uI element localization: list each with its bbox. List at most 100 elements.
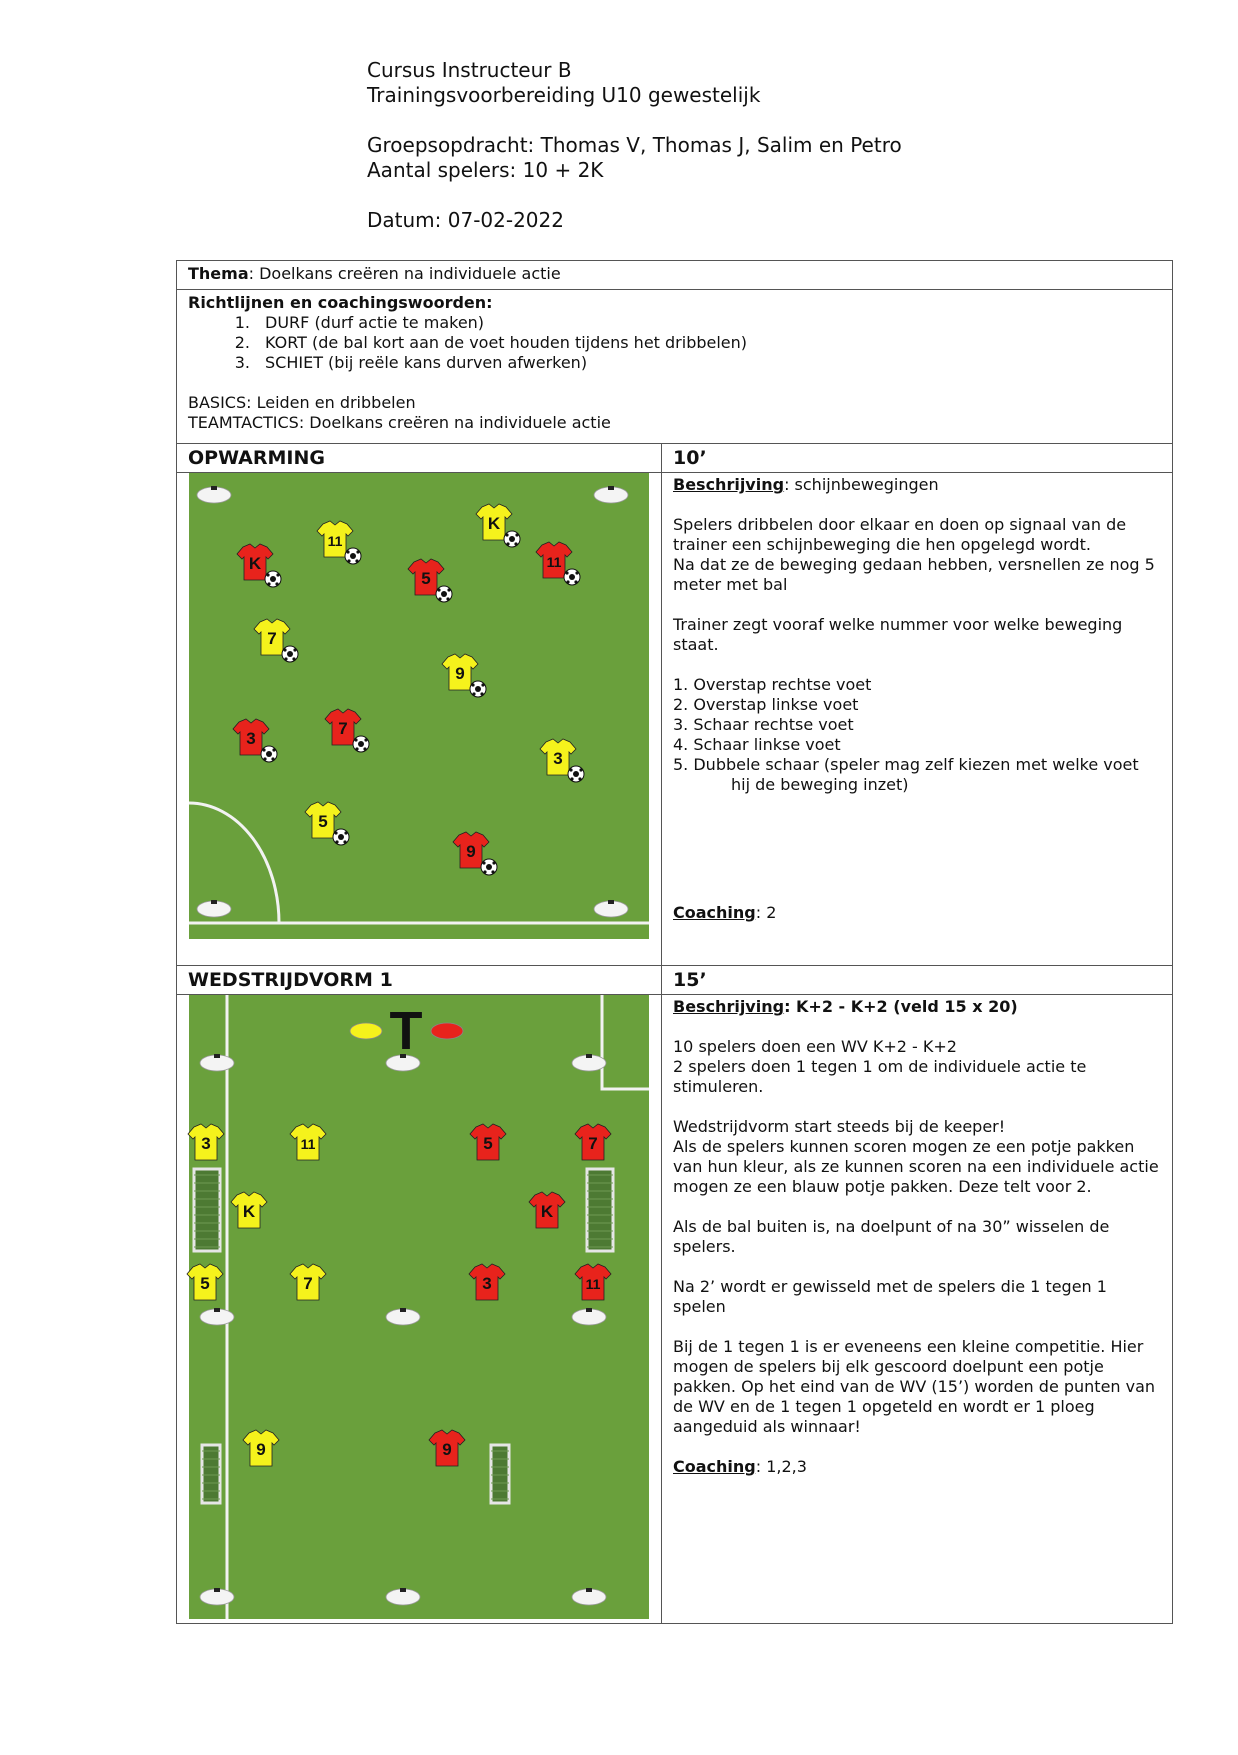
player-shirt-yellow: 9 (242, 1429, 280, 1467)
cone-marker (199, 1308, 235, 1326)
cone-marker (199, 1054, 235, 1072)
player-number: 3 (482, 1274, 491, 1293)
player-shirt-yellow: 11 (289, 1123, 327, 1161)
cone-marker (593, 900, 629, 918)
move-item: 5. Dubbele schaar (speler mag zelf kieze… (673, 755, 1139, 774)
ball-icon (352, 735, 370, 753)
player-shirt-red: 9 (452, 831, 498, 876)
move-item: 1. Overstap rechtse voet (673, 675, 872, 694)
player-number: K (488, 514, 501, 533)
warmup-description-cell: Beschrijving: schijnbewegingen Spelers d… (661, 472, 1173, 966)
player-number: 7 (303, 1274, 312, 1293)
warmup-coaching-value: : 2 (755, 903, 777, 922)
cone-marker (571, 1588, 607, 1606)
match-coaching-value: : 1,2,3 (755, 1457, 807, 1476)
players-line: Aantal spelers: 10 + 2K (367, 158, 604, 182)
match-title-cell: WEDSTRIJDVORM 1 (176, 965, 662, 995)
guidelines-row: Richtlijnen en coachingswoorden: 1.DURF … (176, 289, 1173, 444)
player-number: 11 (547, 554, 562, 570)
player-shirt-red: 7 (324, 708, 370, 753)
basics-line: BASICS: Leiden en dribbelen (188, 393, 416, 412)
warmup-duration-cell: 10’ (661, 443, 1173, 473)
move-list: 1. Overstap rechtse voet 2. Overstap lin… (673, 675, 1161, 795)
ball-icon (260, 745, 278, 763)
cone-marker (385, 1588, 421, 1606)
warmup-title-cell: OPWARMING (176, 443, 662, 473)
player-number: K (243, 1202, 256, 1221)
trainer-marker: T (390, 1001, 423, 1061)
player-number: 9 (466, 842, 475, 861)
player-shirt-yellow: 5 (304, 801, 350, 846)
guidelines-title: Richtlijnen en coachingswoorden: (188, 293, 493, 312)
match-paragraph-1b: 2 spelers doen 1 tegen 1 om de individue… (673, 1057, 1087, 1096)
goal-frame (489, 1443, 511, 1505)
ball-icon (264, 570, 282, 588)
cone-marker (385, 1308, 421, 1326)
player-shirt-yellow: 5 (186, 1263, 224, 1301)
cone-marker (196, 900, 232, 918)
guideline-item: 3.SCHIET (bij reële kans durven afwerken… (234, 353, 588, 372)
player-shirt-red: K (236, 543, 282, 588)
ball-icon (480, 858, 498, 876)
player-number: 3 (553, 749, 562, 768)
date-line: Datum: 07-02-2022 (367, 208, 564, 232)
player-shirt-yellow: 11 (316, 520, 362, 565)
ball-icon (281, 645, 299, 663)
warmup-paragraph-1b: Na dat ze de beweging gedaan hebben, ver… (673, 555, 1155, 594)
player-number: 7 (338, 719, 347, 738)
ball-icon (344, 547, 362, 565)
move-item: 4. Schaar linkse voet (673, 735, 841, 754)
match-coaching-label: Coaching (673, 1457, 756, 1476)
match-paragraph-4: Na 2’ wordt er gewisseld met de spelers … (673, 1277, 1107, 1316)
player-number: 5 (421, 569, 430, 588)
player-shirt-red: 7 (574, 1123, 612, 1161)
group-line: Groepsopdracht: Thomas V, Thomas J, Sali… (367, 133, 902, 157)
match-paragraph-2b: Als de spelers kunnen scoren mogen ze ee… (673, 1137, 1159, 1196)
cone-marker (571, 1308, 607, 1326)
player-number: 5 (200, 1274, 209, 1293)
match-title: WEDSTRIJDVORM 1 (188, 969, 393, 991)
match-paragraph-3: Als de bal buiten is, na doelpunt of na … (673, 1217, 1110, 1256)
match-desc-value: : K+2 - K+2 (veld 15 x 20) (784, 997, 1018, 1016)
ball-icon (567, 765, 585, 783)
theme-label: Thema (188, 264, 249, 283)
player-number: 7 (267, 629, 276, 648)
player-shirt-yellow: 7 (289, 1263, 327, 1301)
player-shirt-yellow: 3 (187, 1123, 225, 1161)
cone-marker (199, 1588, 235, 1606)
ball-icon (435, 585, 453, 603)
player-number: K (249, 554, 262, 573)
player-number: 11 (301, 1136, 316, 1152)
player-shirt-red: 5 (469, 1123, 507, 1161)
center-circle-arc (188, 801, 281, 924)
guideline-item: 2.KORT (de bal kort aan de voet houden t… (234, 333, 748, 352)
player-shirt-red: 3 (468, 1263, 506, 1301)
course-title: Cursus Instructeur B (367, 58, 572, 82)
cone-marker (593, 486, 629, 504)
player-shirt-red: 9 (428, 1429, 466, 1467)
red-bib-pot (430, 1022, 464, 1040)
move-item: 2. Overstap linkse voet (673, 695, 859, 714)
goal-frame (192, 1167, 222, 1253)
right-line (600, 995, 649, 1091)
player-number: 9 (442, 1440, 451, 1459)
course-subtitle: Trainingsvoorbereiding U10 gewestelijk (367, 83, 761, 107)
player-number: K (541, 1202, 554, 1221)
warmup-desc-label: Beschrijving (673, 475, 785, 494)
cone-marker (385, 1054, 421, 1072)
player-shirt-yellow: K (230, 1191, 268, 1229)
player-shirt-red: 11 (574, 1263, 612, 1301)
move-item-continued: hij de beweging inzet) (731, 775, 909, 794)
player-shirt-yellow: 7 (253, 618, 299, 663)
document-header: Cursus Instructeur B Trainingsvoorbereid… (367, 58, 902, 233)
theme-value: : Doelkans creëren na individuele actie (248, 264, 561, 283)
move-item: 3. Schaar rechtse voet (673, 715, 854, 734)
match-duration: 15’ (673, 969, 707, 991)
goal-frame (200, 1443, 222, 1505)
theme-row: Thema: Doelkans creëren na individuele a… (176, 260, 1173, 290)
cone-marker (196, 486, 232, 504)
cone-marker (571, 1054, 607, 1072)
